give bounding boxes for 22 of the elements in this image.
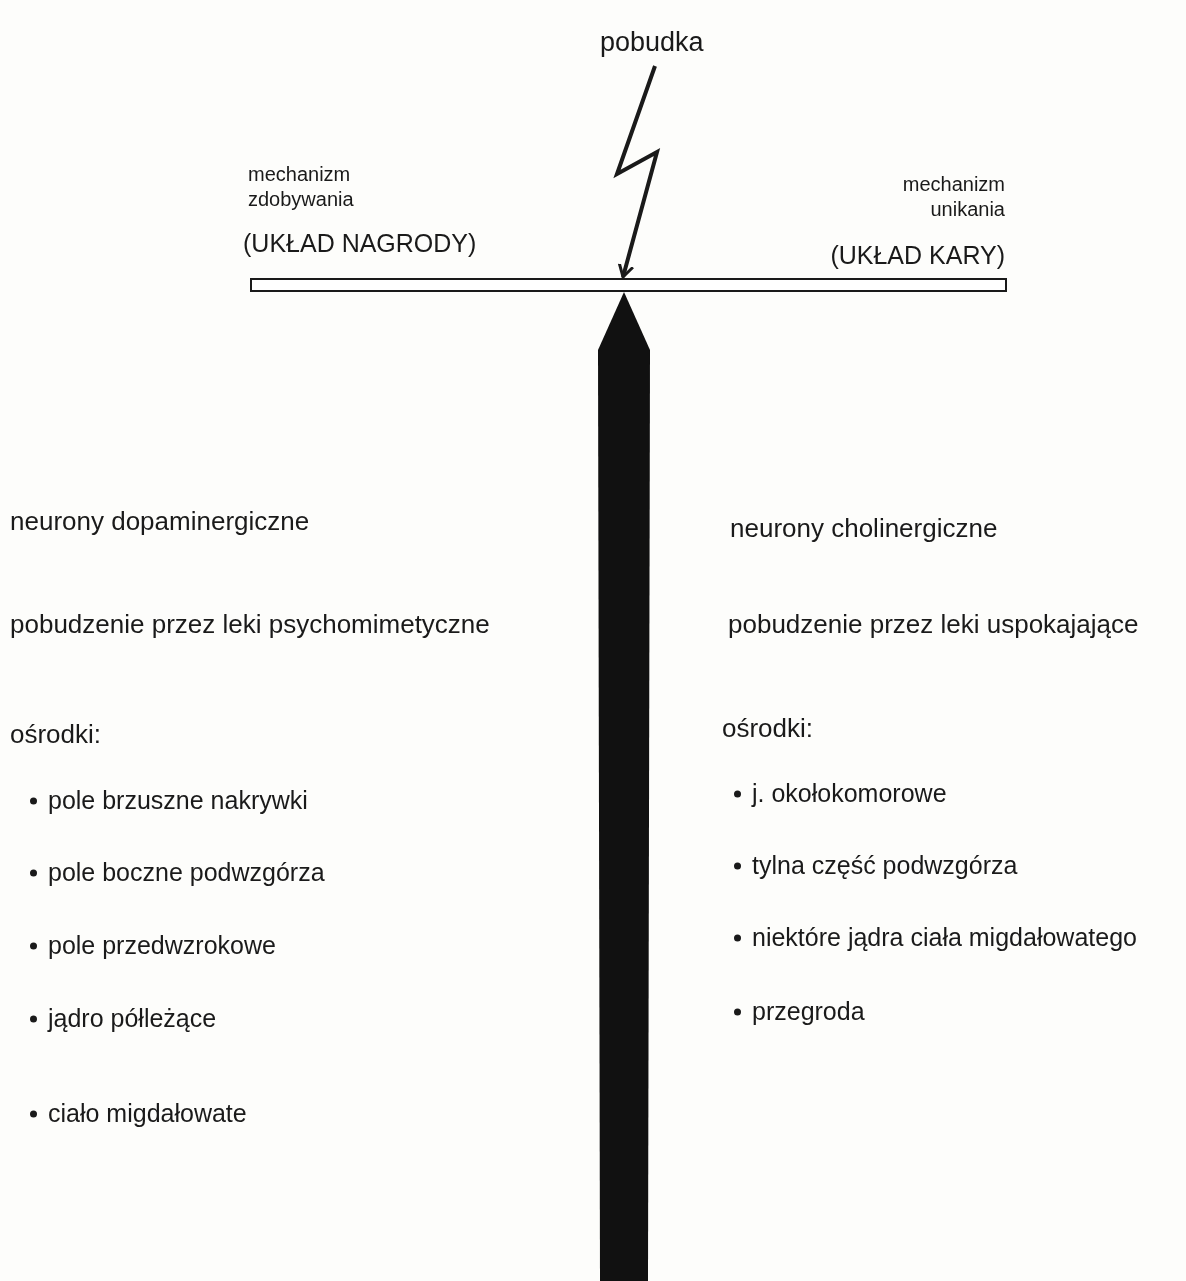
seesaw-beam (250, 278, 1007, 292)
text-label: pobudzenie przez leki psychomimetyczne (10, 608, 490, 641)
list-item: pole przedwzrokowe (28, 930, 276, 962)
list-item: j. okołokomorowe (732, 778, 947, 810)
text-label: neurony cholinergiczne (730, 512, 998, 545)
text-label: mechanizm zdobywania (248, 162, 355, 212)
list-item: niektóre jądra ciała migdałowatego (732, 922, 1137, 954)
list-item: jądro półleżące (28, 1003, 217, 1035)
text-label: (UKŁAD NAGRODY) (243, 228, 477, 259)
list-item: pole brzuszne nakrywki (28, 785, 308, 817)
text-label: mechanizm unikania (901, 172, 1005, 222)
text-label: neurony dopaminergiczne (10, 505, 310, 538)
text-label: ośrodki: (10, 718, 102, 751)
text-label: (UKŁAD KARY) (829, 240, 1005, 271)
list-item: przegroda (732, 996, 865, 1028)
text-label: pobudzenie przez leki uspokajające (728, 608, 1139, 641)
list-item: ciało migdałowate (28, 1098, 247, 1130)
list-item: pole boczne podwzgórza (28, 857, 325, 889)
text-label: ośrodki: (722, 712, 814, 745)
lightning-arrow (613, 65, 661, 279)
stimulus-label: pobudka (600, 26, 704, 59)
list-item: tylna część podwzgórza (732, 850, 1018, 882)
